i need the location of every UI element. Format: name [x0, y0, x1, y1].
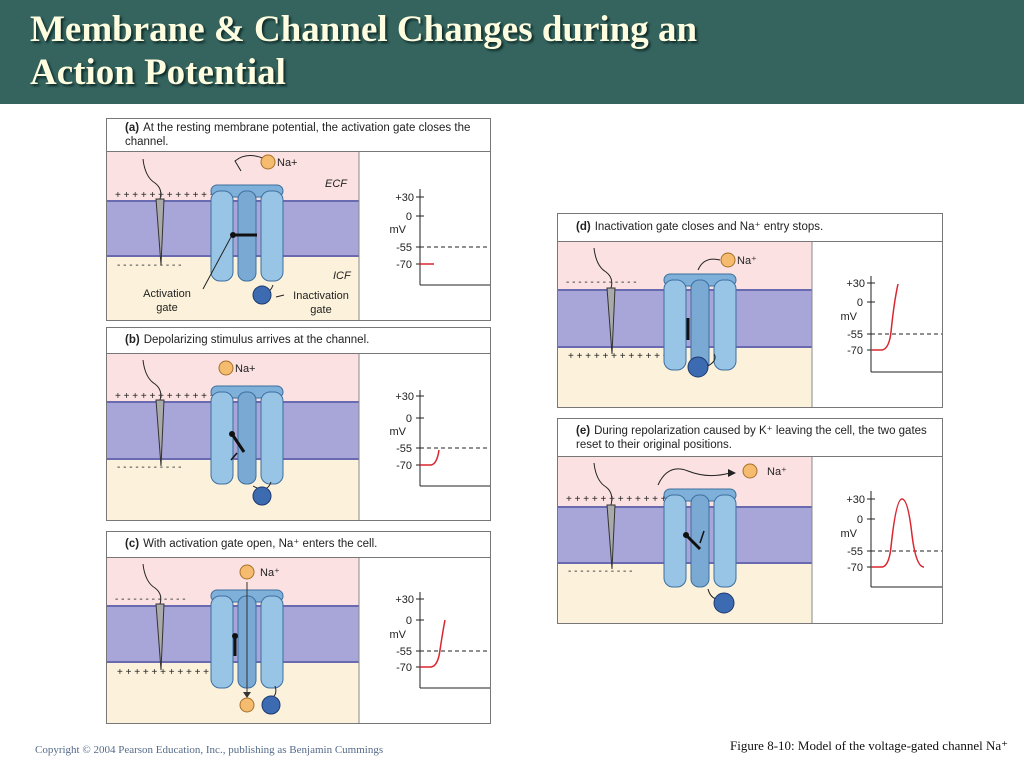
na-label: Na+	[277, 157, 298, 169]
svg-text:-70: -70	[396, 662, 412, 674]
voltage-graph: +30 0 mV -55 -70	[841, 491, 942, 588]
inactivation-ball-icon	[687, 356, 709, 378]
stimulus-electrode-icon	[155, 399, 165, 467]
svg-text:- - - - - - - - - -: - - - - - - - - - - - -	[566, 277, 637, 288]
svg-text:0: 0	[406, 413, 412, 425]
panel-e: + + + + + + + + + + + + - - - - - - - - …	[557, 418, 943, 624]
svg-text:Na⁺: Na⁺	[767, 466, 787, 478]
svg-text:mV: mV	[841, 311, 858, 323]
icf-label: ICF	[333, 270, 352, 282]
svg-text:Na⁺: Na⁺	[260, 567, 280, 579]
svg-text:+30: +30	[395, 594, 414, 606]
svg-text:+30: +30	[395, 192, 414, 204]
panel-b-diagram: + + + + + + + + + + + + - - - - - - - - …	[107, 354, 490, 520]
voltage-graph: +30 0 mV -55 -70	[390, 592, 490, 689]
inactivation-ball-icon	[252, 486, 272, 506]
svg-text:-70: -70	[847, 345, 863, 357]
svg-text:+ + + + + + + + +: + + + + + + + + + + + +	[568, 351, 669, 362]
svg-text:- - - - - - - - - -: - - - - - - - - - - - -	[115, 594, 186, 605]
panel-a: + + + + + + + + + + + + - - - - - - - - …	[106, 118, 491, 321]
na-ion-icon	[260, 154, 276, 170]
activation-gate-icon	[230, 433, 246, 453]
panel-d: - - - - - - - - - - - - + + + + + + + + …	[557, 213, 943, 408]
slide-title: Membrane & Channel Changes during an Act…	[30, 9, 698, 93]
outside-charges: + + + + + + + + + + + +	[115, 190, 216, 201]
svg-text:-55: -55	[847, 329, 863, 341]
voltage-trace	[871, 498, 925, 568]
svg-text:- - - - - - -: - - - - - - - - - - -	[568, 566, 632, 577]
svg-text:+ + + + + + + + + +: + + + + + + + + + + + +	[566, 494, 667, 505]
svg-text:-55: -55	[396, 242, 412, 254]
svg-text:-55: -55	[396, 443, 412, 455]
voltage-graph: +30 0 mV -55 -70	[390, 390, 490, 487]
voltage-graph: +30 0 mV -55 -70	[390, 189, 490, 286]
voltage-trace	[420, 449, 440, 466]
na-ion-inside-icon	[239, 697, 255, 713]
na-ion-icon	[218, 360, 234, 376]
svg-text:- - - - - - -: - - - - - - - - - - -	[117, 462, 181, 473]
copyright-text: Copyright © 2004 Pearson Education, Inc.…	[35, 744, 384, 756]
svg-text:mV: mV	[390, 426, 407, 438]
svg-text:-70: -70	[396, 460, 412, 472]
svg-text:-70: -70	[396, 259, 412, 271]
panel-e-diagram: + + + + + + + + + + + + - - - - - - - - …	[558, 457, 942, 623]
svg-text:-70: -70	[847, 562, 863, 574]
stimulus-electrode-icon	[606, 287, 616, 355]
stimulus-electrode-icon	[155, 198, 165, 266]
svg-text:+ + + + + + + + + +: + + + + + + + + + + + +	[115, 391, 216, 402]
panel-b: + + + + + + + + + + + + - - - - - - - - …	[106, 327, 491, 521]
voltage-trace	[420, 619, 446, 668]
svg-text:+30: +30	[846, 278, 865, 290]
panel-a-diagram: + + + + + + + + + + + + - - - - - - - - …	[107, 151, 490, 320]
panel-b-caption: (b)Depolarizing stimulus arrives at the …	[107, 328, 490, 354]
inside-charges: - - - - - - - - - - -	[117, 260, 181, 271]
panel-e-caption: (e)During repolarization caused by K⁺ le…	[558, 419, 942, 457]
stimulus-electrode-icon	[155, 603, 165, 671]
svg-text:mV: mV	[390, 224, 407, 236]
na-ion-icon	[742, 463, 758, 479]
svg-text:0: 0	[857, 297, 863, 309]
svg-text:+ + + + + + + + +: + + + + + + + + + + + +	[117, 667, 218, 678]
na-ion-icon	[720, 252, 736, 268]
panel-d-diagram: - - - - - - - - - - - - + + + + + + + + …	[558, 242, 942, 407]
panel-c-diagram: - - - - - - - - - - - - + + + + + + + + …	[107, 558, 490, 723]
stimulus-electrode-icon	[606, 504, 616, 570]
svg-text:mV: mV	[841, 528, 858, 540]
inactivation-ball-icon	[261, 695, 281, 715]
panel-c: - - - - - - - - - - - - + + + + + + + + …	[106, 531, 491, 724]
svg-text:0: 0	[406, 615, 412, 627]
activation-gate-icon	[684, 533, 702, 551]
svg-text:0: 0	[857, 514, 863, 526]
voltage-graph: +30 0 mV -55 -70	[841, 276, 942, 373]
svg-text:-55: -55	[847, 546, 863, 558]
svg-text:+30: +30	[846, 494, 865, 506]
panel-c-caption: (c)With activation gate open, Na⁺ enters…	[107, 532, 490, 558]
figure-caption: Figure 8-10: Model of the voltage-gated …	[730, 738, 1008, 753]
svg-text:-55: -55	[396, 646, 412, 658]
panel-a-caption: (a)At the resting membrane potential, th…	[107, 119, 490, 152]
ecf-label: ECF	[325, 178, 348, 190]
inactivation-ball-icon	[713, 592, 735, 614]
title-bar: Membrane & Channel Changes during an Act…	[0, 0, 1024, 104]
svg-text:+30: +30	[395, 391, 414, 403]
svg-text:mV: mV	[390, 629, 407, 641]
svg-text:Na+: Na+	[235, 363, 256, 375]
panel-d-caption: (d)Inactivation gate closes and Na⁺ entr…	[558, 214, 942, 242]
svg-text:Na⁺: Na⁺	[737, 255, 757, 267]
svg-text:0: 0	[406, 211, 412, 223]
inactivation-ball-icon	[252, 285, 272, 305]
na-ion-icon	[239, 564, 255, 580]
voltage-trace	[871, 283, 899, 351]
